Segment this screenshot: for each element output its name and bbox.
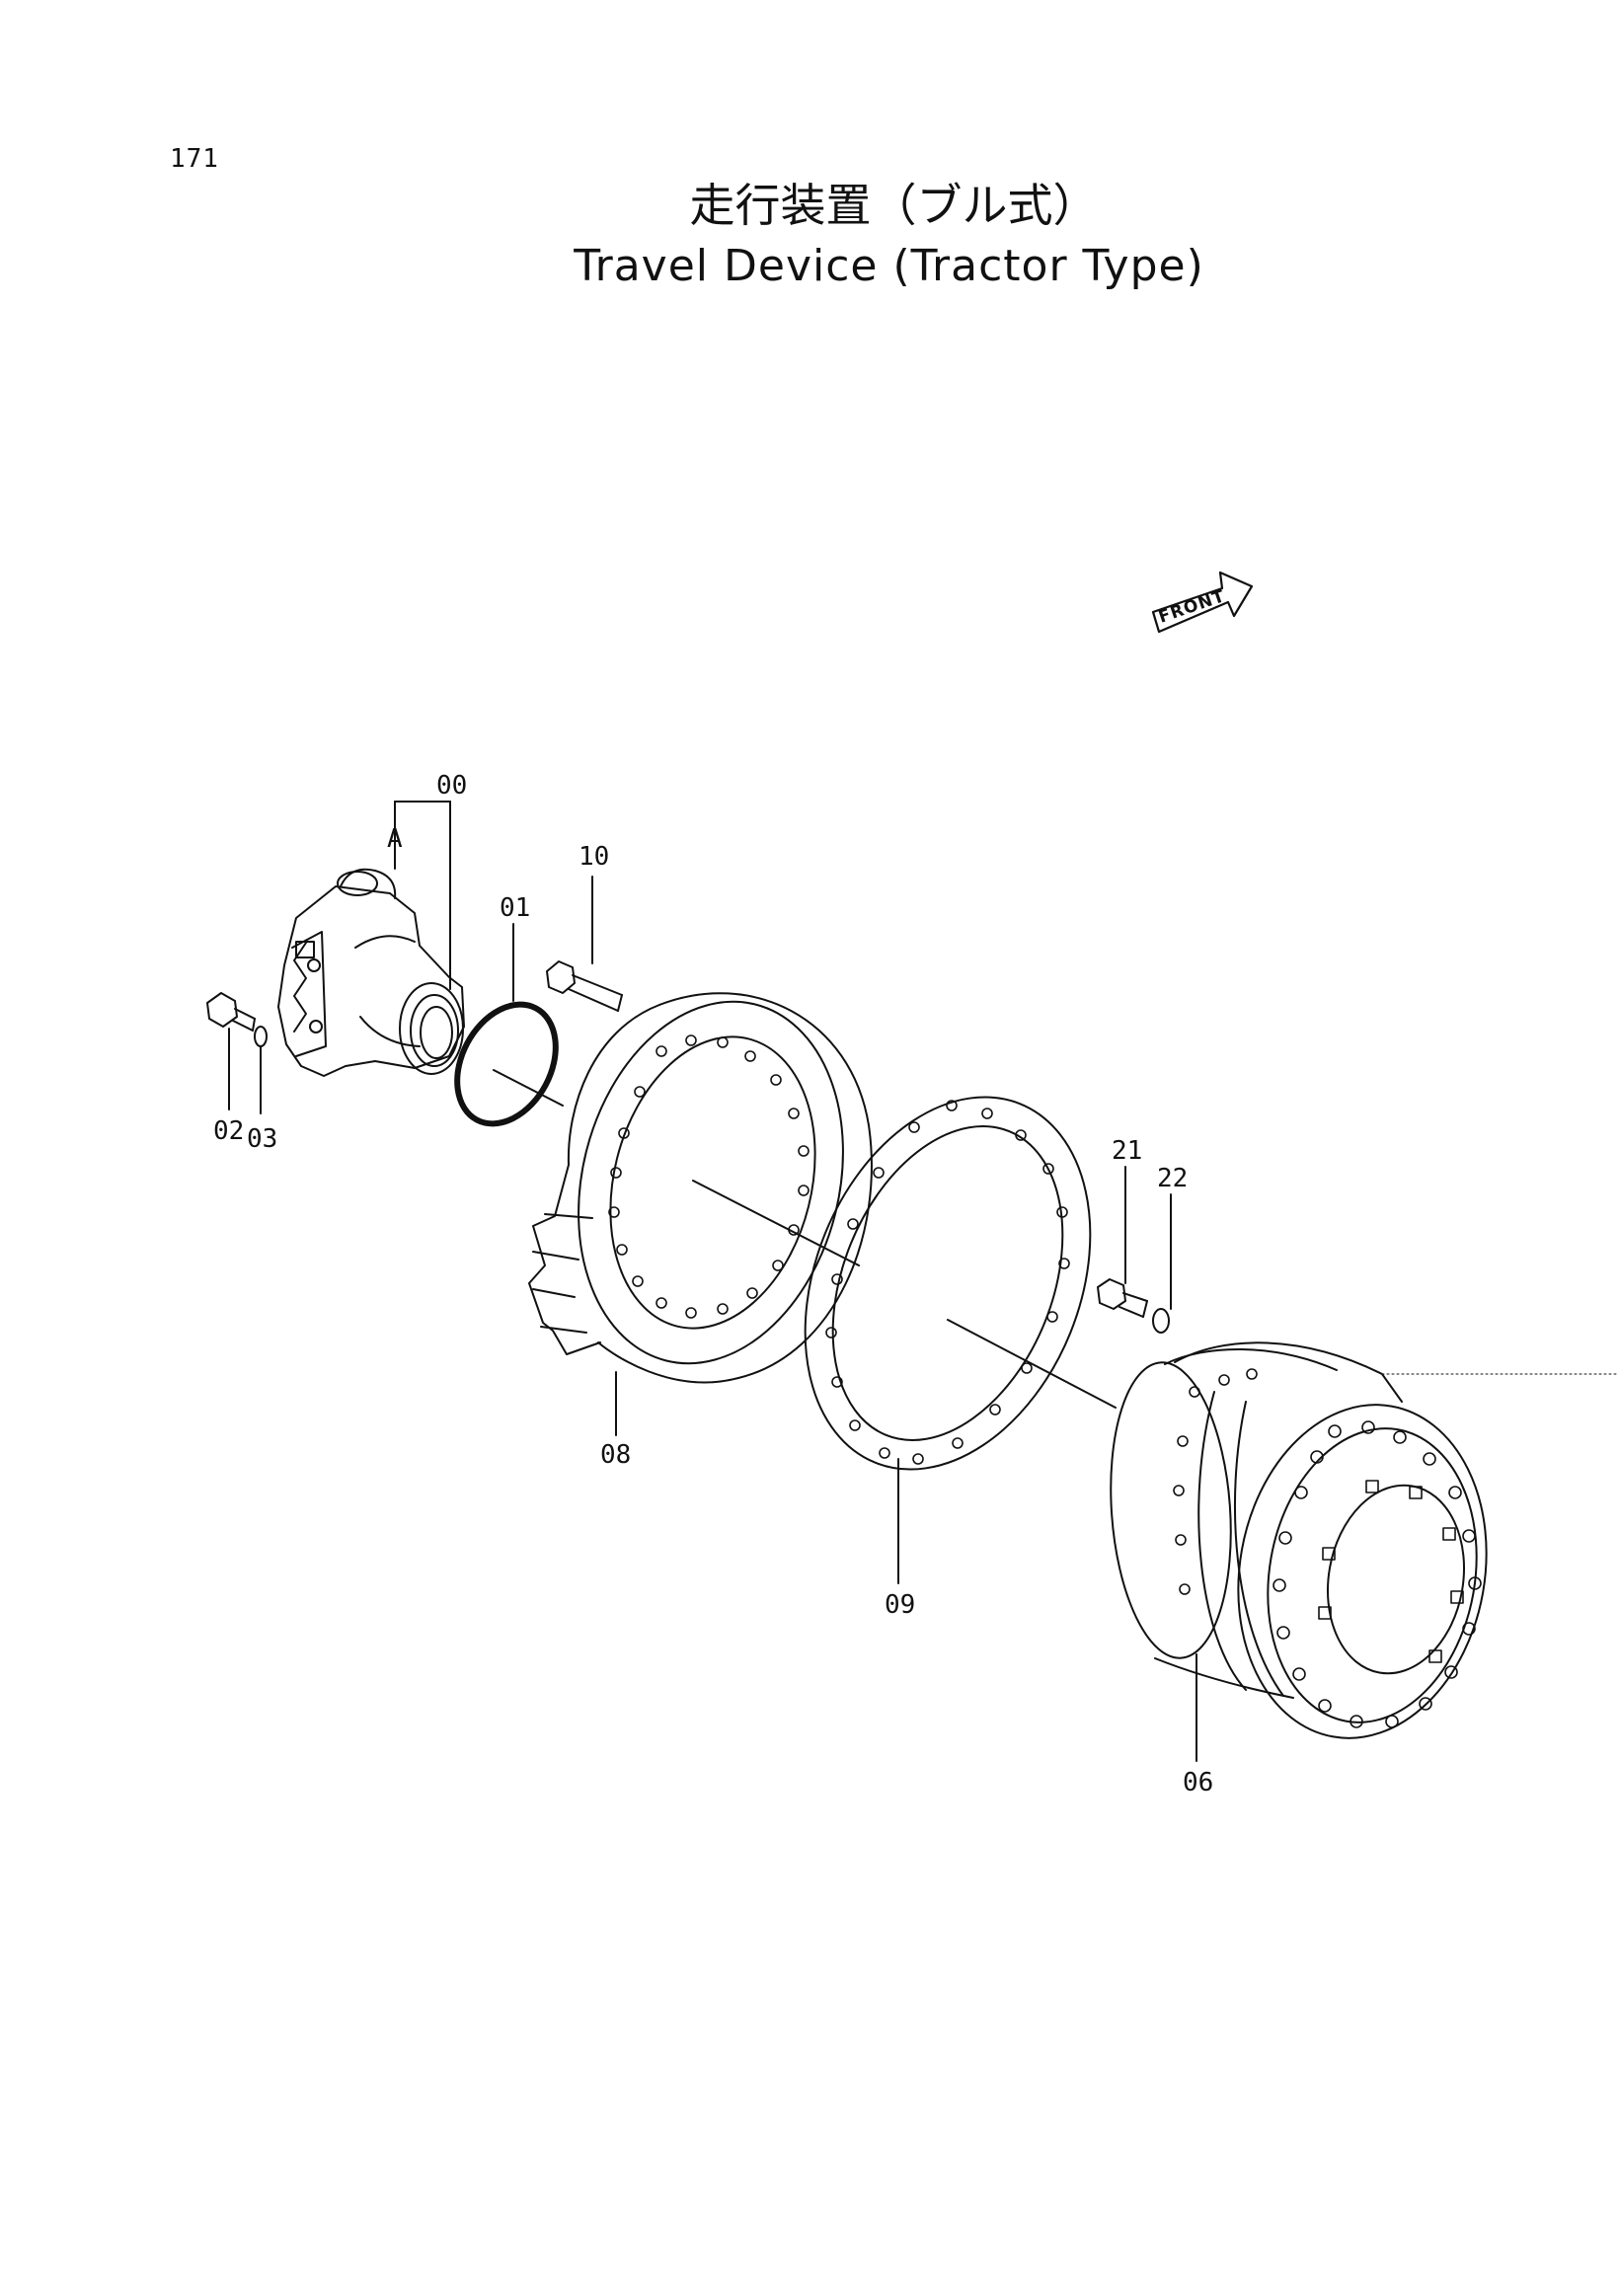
leader-lines: [228, 801, 1197, 1762]
sprocket-bolt-holes: [608, 1034, 810, 1319]
sprocket: [528, 992, 873, 1384]
callout-01: 01: [500, 893, 530, 923]
o-ring: [454, 1001, 559, 1127]
bolt-10: [546, 960, 623, 1012]
callout-00: 00: [436, 771, 467, 801]
callout-08: 08: [600, 1440, 631, 1470]
bolt-21: [1097, 1278, 1148, 1318]
callout-03: 03: [247, 1124, 277, 1154]
spacer-ring: [804, 1096, 1092, 1471]
page-title: 走行装置（ブル式） Travel Device (Tractor Type): [0, 178, 1620, 294]
page-number: 171: [170, 144, 219, 174]
callout-22: 22: [1157, 1164, 1188, 1193]
callout-09: 09: [885, 1590, 915, 1620]
callout-02: 02: [213, 1116, 244, 1146]
bolt-02: [206, 992, 256, 1032]
front-arrow: FRONT: [1151, 571, 1254, 634]
washer-22: [1152, 1308, 1170, 1334]
title-english: Travel Device (Tractor Type): [574, 241, 1204, 291]
assembly-axis-lines: [493, 1069, 1619, 1409]
callout-06: 06: [1183, 1768, 1213, 1798]
callout-a: A: [387, 824, 403, 854]
travel-motor: [277, 868, 465, 1077]
title-japanese: 走行装置（ブル式）: [689, 179, 1099, 232]
callout-21: 21: [1112, 1136, 1142, 1166]
washer-03: [254, 1026, 268, 1047]
reduction-gear: [1110, 1341, 1488, 1739]
callout-10: 10: [579, 842, 609, 872]
front-label: FRONT: [1156, 586, 1228, 628]
